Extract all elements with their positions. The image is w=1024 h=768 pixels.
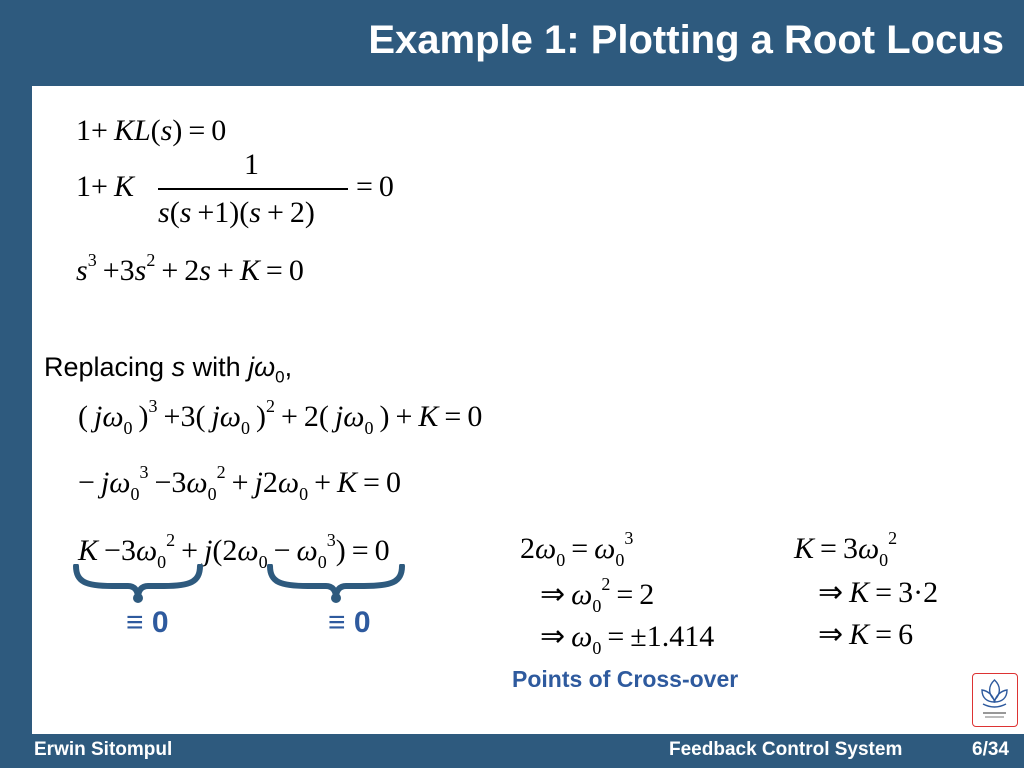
replacing-var-s: s bbox=[171, 352, 186, 382]
imag-part-zero: ≡ 0 bbox=[328, 606, 371, 639]
slide-footer: Erwin Sitompul Feedback Control System 6… bbox=[0, 734, 1024, 768]
fraction-denominator: s(s +1)(s + 2) bbox=[158, 196, 315, 229]
equation-real-imag: K −3ω02 + j(2ω0 − ω03) = 0 bbox=[78, 530, 390, 572]
equation-polynomial: s3 +3s2 + 2s + K = 0 bbox=[76, 250, 304, 287]
footer-author: Erwin Sitompul bbox=[34, 739, 173, 760]
equation-k-gain: K = 3ω02 bbox=[794, 528, 898, 570]
replacing-suffix: , bbox=[284, 352, 293, 382]
cross-over-label: Points of Cross-over bbox=[512, 666, 739, 692]
equation-omega-value: ⇒ ω0 = ±1.414 bbox=[540, 620, 715, 658]
brace-icon bbox=[267, 564, 405, 603]
equation-expanded: − jω03 −3ω02 + j2ω0 + K = 0 bbox=[78, 462, 401, 504]
equation-omega-squared: ⇒ ω02 = 2 bbox=[540, 574, 655, 616]
replacing-var-j: jω bbox=[248, 352, 276, 382]
real-part-zero: ≡ 0 bbox=[126, 606, 169, 639]
equation-omega-cubic: 2ω0 = ω03 bbox=[520, 528, 634, 570]
footer-course: Feedback Control System bbox=[669, 739, 903, 760]
replacing-text: Replacing s with jω0, bbox=[44, 352, 292, 387]
slide-content: 1+ KL(s) = 0 1+ K 1 s(s +1)(s + 2) = 0 s… bbox=[32, 86, 1024, 734]
replacing-mid: with bbox=[185, 352, 249, 382]
equation-substituted: ( jω0 )3 +3( jω0 )2 + 2( jω0 ) + K = 0 bbox=[78, 396, 483, 438]
equation-characteristic: 1+ KL(s) = 0 bbox=[76, 114, 227, 147]
slide-title: Example 1: Plotting a Root Locus bbox=[368, 18, 1004, 62]
logo-emblem-icon bbox=[981, 679, 1008, 718]
fraction-bar bbox=[158, 188, 348, 190]
fraction-numerator: 1 bbox=[244, 148, 259, 181]
equation-fraction-left: 1+ K bbox=[76, 170, 134, 203]
brace-icon bbox=[73, 564, 203, 603]
equation-fraction-right: = 0 bbox=[356, 170, 394, 203]
equation-k-product: ⇒ K = 3·2 bbox=[818, 576, 939, 609]
equation-k-value: ⇒ K = 6 bbox=[818, 618, 914, 651]
footer-page-number: 6/34 bbox=[972, 739, 1009, 760]
replacing-prefix: Replacing bbox=[44, 352, 172, 382]
replacing-sub: 0 bbox=[275, 367, 285, 387]
university-logo bbox=[972, 673, 1018, 727]
